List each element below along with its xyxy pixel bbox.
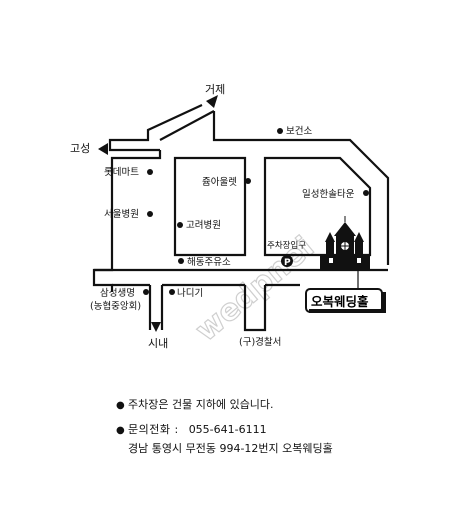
- arrow-geoje-icon: [206, 95, 218, 108]
- block-center-right: [263, 156, 372, 257]
- dot-juna: [245, 178, 251, 184]
- wedding-hall-castle-icon: [320, 216, 370, 288]
- label-nadigi: 나디기: [177, 288, 203, 299]
- phone-number: 055-641-6111: [188, 422, 267, 436]
- dot-ilseong: [363, 190, 369, 196]
- label-ilseong: 일성한솔타운: [302, 189, 355, 200]
- dot-goryeo: [177, 222, 183, 228]
- parking-note-row: ● 주차장은 건물 지하에 있습니다.: [116, 398, 436, 413]
- label-goryeo: 고려병원: [186, 219, 221, 231]
- label-geoje: 거제: [205, 83, 225, 96]
- dot-seoul: [147, 211, 153, 217]
- info-section: ● 주차장은 건물 지하에 있습니다. ● 문의전화 : 055-641-611…: [116, 398, 436, 457]
- parking-note: 주차장은 건물 지하에 있습니다.: [128, 398, 274, 411]
- road-top-left-outer: [108, 104, 203, 152]
- address: 경남 통영시 무전동 994-12번지 오복웨딩홀: [128, 441, 333, 455]
- phone-row: ● 문의전화 : 055-641-6111: [116, 423, 436, 438]
- dot-nadigi: [169, 289, 175, 295]
- label-police: (구)경찰서: [239, 336, 281, 348]
- dot-haedong: [178, 258, 184, 264]
- phone-label: 문의전화 :: [128, 422, 179, 436]
- label-goseong: 고성: [70, 142, 90, 155]
- label-haedong: 해동주유소: [187, 256, 231, 268]
- venue-name: 오복웨딩홀: [311, 294, 369, 309]
- bullet-dot-icon: ●: [116, 424, 125, 436]
- location-map: wedpnei 거: [70, 83, 390, 350]
- landmark-dots: [143, 128, 369, 295]
- arrow-sinae-icon: [151, 322, 161, 332]
- label-seoul-hospital: 서울병원: [104, 209, 139, 220]
- svg-text:P: P: [284, 258, 291, 268]
- bullet-dot-icon: ●: [116, 400, 125, 411]
- label-juna: 쥼아울렛: [202, 177, 237, 188]
- parking-icon: P: [281, 255, 293, 268]
- dot-lotte: [147, 169, 153, 175]
- label-parking-entrance: 주차장입구: [267, 240, 306, 251]
- label-lotte: 롯데마트: [104, 167, 139, 178]
- arrow-icon: [98, 95, 218, 332]
- map-svg: wedpnei 거: [70, 83, 390, 350]
- dot-samsung: [143, 289, 149, 295]
- label-sinae: 시내: [148, 337, 168, 350]
- label-bogeonso: 보건소: [286, 126, 312, 137]
- venue-label-box: 오복웨딩홀: [305, 288, 386, 313]
- dot-bogeonso: [277, 128, 283, 134]
- block-center-left: [173, 156, 247, 257]
- label-samsung-sub: (농협중앙회): [90, 300, 141, 312]
- label-samsung: 삼성생명: [100, 288, 135, 299]
- road-network: [92, 104, 390, 332]
- road-geoje-inner: [159, 110, 215, 141]
- arrow-goseong-icon: [98, 143, 108, 155]
- road-top-right: [212, 111, 390, 265]
